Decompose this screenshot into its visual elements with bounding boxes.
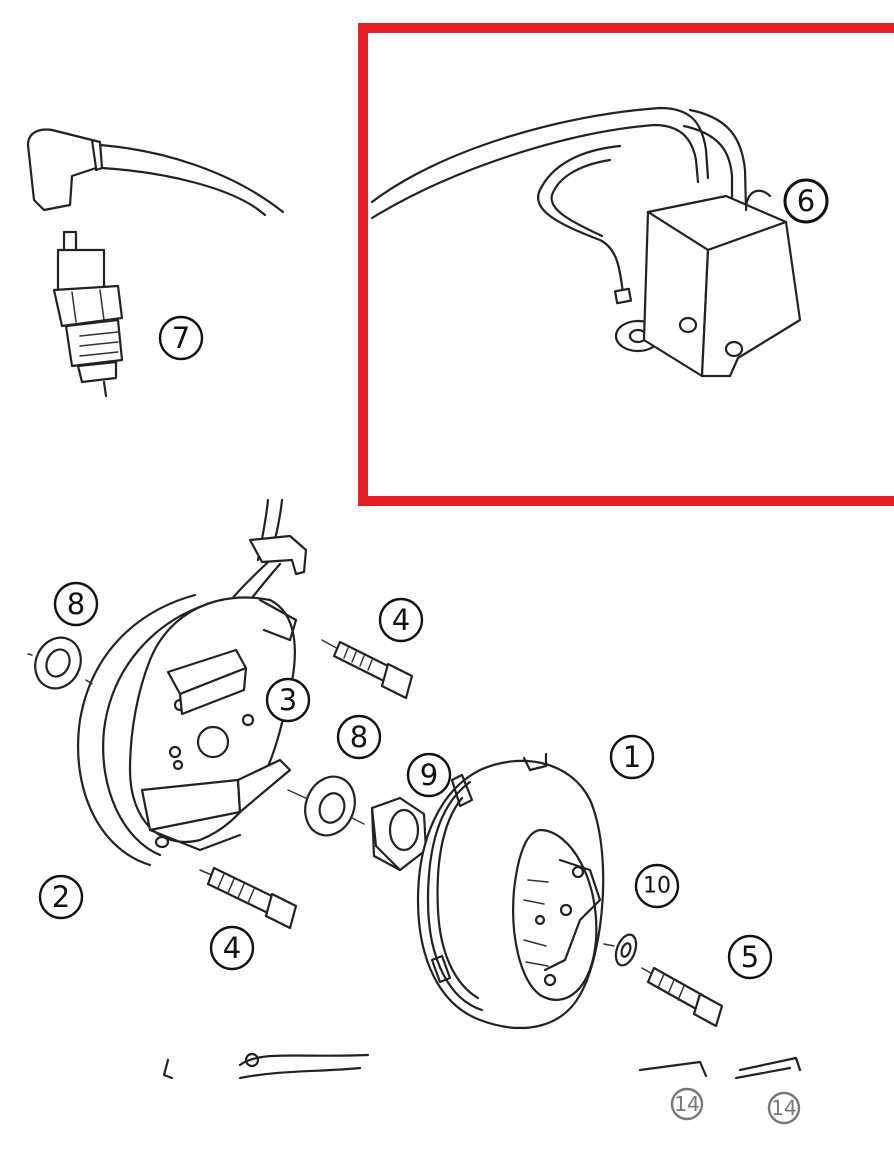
callout-4a: 4 (378, 597, 424, 643)
svg-text:8: 8 (67, 587, 85, 621)
washer-small (603, 933, 638, 967)
highlight-box-ignition-coil (358, 23, 894, 506)
callout-8a: 8 (53, 581, 99, 627)
svg-text:3: 3 (279, 683, 297, 717)
callout-6: 6 (783, 178, 829, 224)
callout-9: 9 (406, 752, 452, 798)
svg-text:4: 4 (223, 931, 241, 965)
callout-8b: 8 (336, 714, 382, 760)
callout-4b: 4 (209, 925, 255, 971)
callout-5: 5 (727, 934, 773, 980)
callout-10: 10 (634, 863, 680, 909)
cut-off-fragments (162, 1052, 802, 1080)
callout-1: 1 (609, 734, 655, 780)
callout-14b: 14 (767, 1091, 801, 1125)
stator-assembly (77, 498, 308, 867)
nut (370, 796, 428, 872)
screw-lower (199, 866, 298, 930)
callout-3: 3 (265, 677, 311, 723)
svg-text:5: 5 (741, 940, 759, 974)
spark-plug-assembly (26, 128, 285, 398)
washer-center (287, 775, 365, 837)
washer-left (27, 636, 93, 690)
svg-text:8: 8 (350, 720, 368, 754)
rotor (416, 752, 605, 1030)
ignition-coil-drawing (370, 106, 802, 378)
callout-2: 2 (38, 874, 84, 920)
svg-text:1: 1 (623, 740, 641, 774)
screw-upper (321, 639, 414, 700)
spark-plug (52, 230, 124, 398)
svg-text:14: 14 (771, 1096, 796, 1120)
svg-text:9: 9 (420, 758, 438, 792)
callout-14a: 14 (670, 1087, 704, 1121)
svg-text:2: 2 (52, 880, 70, 914)
svg-text:14: 14 (674, 1092, 699, 1116)
svg-text:7: 7 (172, 321, 190, 355)
screw-rotor (641, 966, 724, 1028)
svg-text:4: 4 (392, 603, 410, 637)
callout-7: 7 (158, 315, 204, 361)
spark-plug-cap (26, 128, 285, 217)
svg-text:6: 6 (797, 184, 815, 218)
svg-text:10: 10 (643, 874, 671, 899)
